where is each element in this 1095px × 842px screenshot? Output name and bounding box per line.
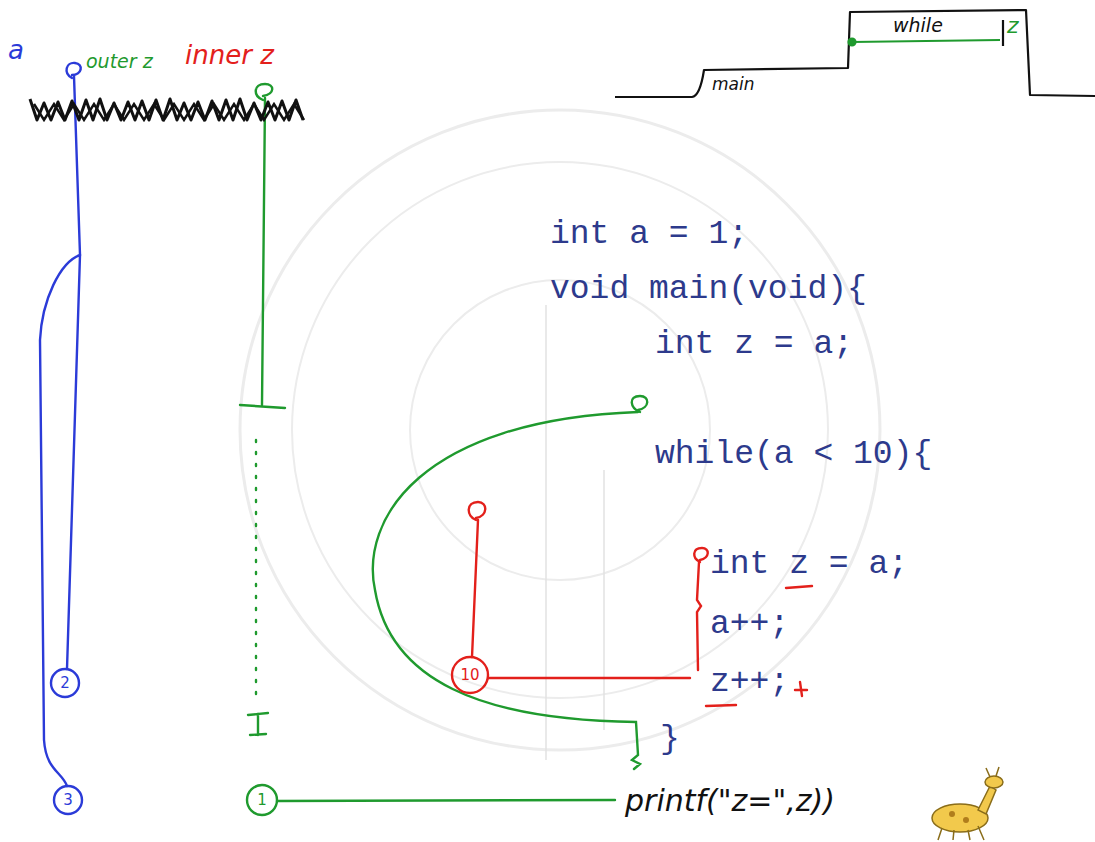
scope-bracket <box>373 412 640 769</box>
seal-ring <box>410 280 710 580</box>
stack-frame-label: while <box>893 15 943 36</box>
code-line: int a = 1; <box>550 217 748 253</box>
seal-ring <box>292 162 828 698</box>
a-lifetime <box>40 63 82 814</box>
lifetime-line <box>67 76 80 669</box>
mascot-spot <box>963 817 969 823</box>
outer-z-lifetime <box>240 84 647 815</box>
mascot-head <box>985 776 1003 788</box>
variable-label: a <box>8 36 24 65</box>
stack-frame-label: main <box>712 75 754 94</box>
variable-label: inner z <box>185 41 274 70</box>
value-circle <box>51 669 79 697</box>
code-line: a++; <box>710 607 789 643</box>
leader-line <box>277 800 615 801</box>
lifetime-line <box>40 255 80 786</box>
indent-guide <box>603 470 605 730</box>
scope-bracket <box>697 562 701 670</box>
handwritten-code: printf("z=",z)) <box>625 784 835 817</box>
stack-divider <box>1002 20 1004 46</box>
giraffe-mascot <box>932 767 1003 840</box>
scribbled-title <box>30 99 303 120</box>
stack-variable-label: z <box>1007 14 1019 38</box>
value-number: 2 <box>60 675 70 692</box>
stack-slot-dot <box>849 39 856 46</box>
mascot-neck <box>978 786 996 814</box>
code-line: int z = a; <box>710 547 908 583</box>
mascot-legs <box>938 826 984 840</box>
lifetime-resume-mark <box>248 713 268 735</box>
indent-guide <box>545 305 547 760</box>
scope-start-loop <box>632 396 648 412</box>
underline <box>786 586 812 588</box>
code-line: while(a < 10){ <box>655 437 932 473</box>
lifetime-line <box>472 520 478 657</box>
mascot-spot <box>949 811 955 817</box>
lifetime-end-bar <box>240 405 285 408</box>
scribbled-title <box>34 104 304 120</box>
stack-slot-line <box>852 40 1000 42</box>
value-number: 3 <box>63 792 73 809</box>
editor-guides <box>546 305 604 760</box>
code-line: int z = a; <box>655 327 853 363</box>
scope-start-loop <box>694 548 708 562</box>
code-line: void main(void){ <box>550 272 867 308</box>
seal-ring <box>240 110 880 750</box>
dormant-line <box>255 440 257 700</box>
code-line: } <box>660 722 680 758</box>
value-circle <box>452 657 488 693</box>
seal-watermark <box>240 110 880 750</box>
stack-sketch <box>615 10 1095 97</box>
leader-line <box>488 677 690 679</box>
value-circle <box>54 786 82 814</box>
variable-label: outer z <box>86 51 153 72</box>
code-line: z++; <box>710 665 789 701</box>
underline <box>706 705 736 706</box>
stack-outline <box>615 10 1095 97</box>
lifetime-start-loop <box>469 502 486 520</box>
inner-z-lifetime <box>452 502 812 706</box>
value-number: 10 <box>460 667 479 684</box>
mascot-horns <box>986 767 999 777</box>
value-number: 1 <box>257 792 267 809</box>
value-circle <box>247 785 277 815</box>
lifetime-line <box>262 98 265 405</box>
tick-mark <box>795 682 807 696</box>
